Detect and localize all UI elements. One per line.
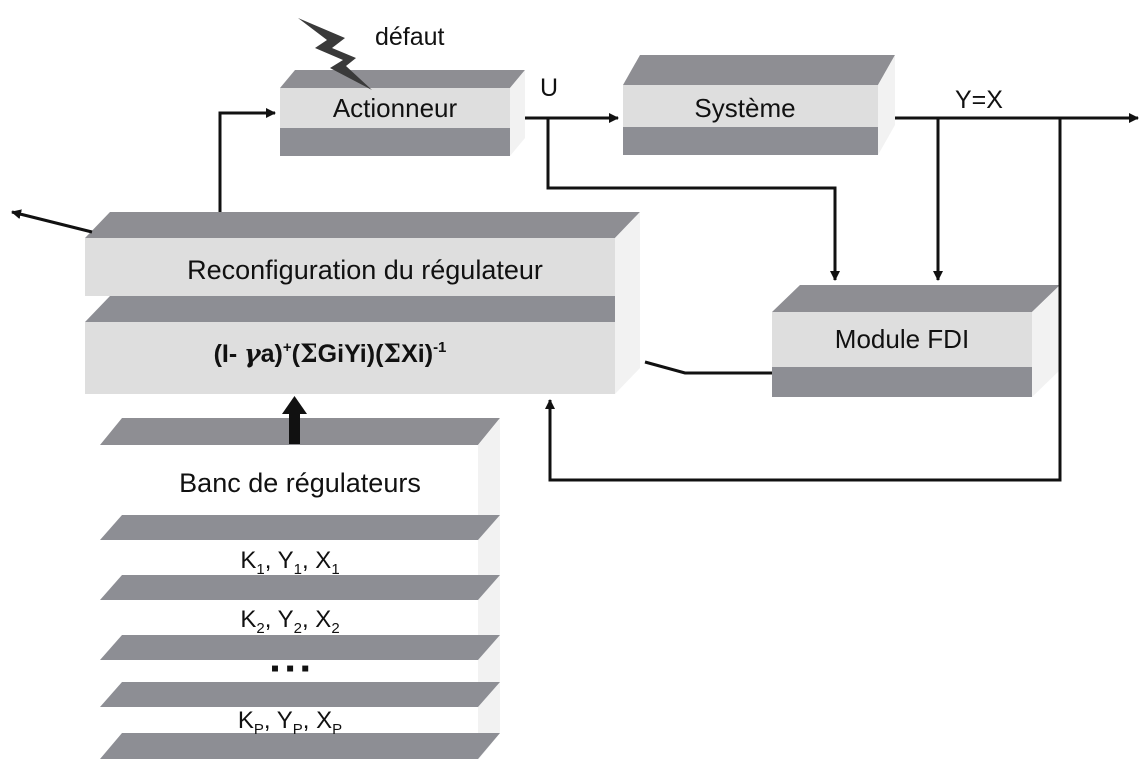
fault-label: défaut (375, 23, 445, 51)
system-label: Système (694, 93, 795, 123)
fdi-label: Module FDI (835, 324, 969, 354)
u-to-fdi-arrow (546, 118, 840, 281)
reconfig-out-arrow (11, 209, 93, 234)
reconfig-block: Reconfiguration du régulateur (I- γa)+(Σ… (85, 212, 640, 394)
reconfig-formula: (I- γa)+(ΣGiYi)(ΣXi)-1 (214, 339, 447, 368)
lightning-bolt-icon (298, 18, 372, 90)
bank-title: Banc de régulateurs (179, 468, 421, 498)
actuator-block: Actionneur (280, 70, 525, 156)
bank-row-1: K1, Y1, X1 (240, 547, 339, 578)
control-to-actuator-arrow (218, 108, 276, 212)
regulator-bank: Banc de régulateurs K1, Y1, X1 K2, Y2, X… (100, 418, 500, 759)
bank-ellipsis: ▪ ▪ ▪ (271, 655, 310, 682)
signal-u-label: U (540, 74, 558, 102)
bank-row-p: KP, YP, XP (238, 707, 342, 738)
fdi-to-reconfig-line (644, 360, 772, 375)
reconfig-title: Reconfiguration du régulateur (187, 255, 543, 285)
system-block: Système (623, 55, 895, 155)
y-feedback-arrow (545, 118, 1062, 482)
connections (11, 108, 1139, 482)
fdi-block: Module FDI (772, 285, 1060, 397)
bank-row-2: K2, Y2, X2 (240, 606, 339, 637)
bank-to-reconfig-shaft (289, 412, 300, 444)
signal-y-label: Y=X (955, 86, 1003, 114)
actuator-label: Actionneur (333, 93, 458, 123)
bank-to-reconfig-arrowhead (282, 396, 307, 414)
